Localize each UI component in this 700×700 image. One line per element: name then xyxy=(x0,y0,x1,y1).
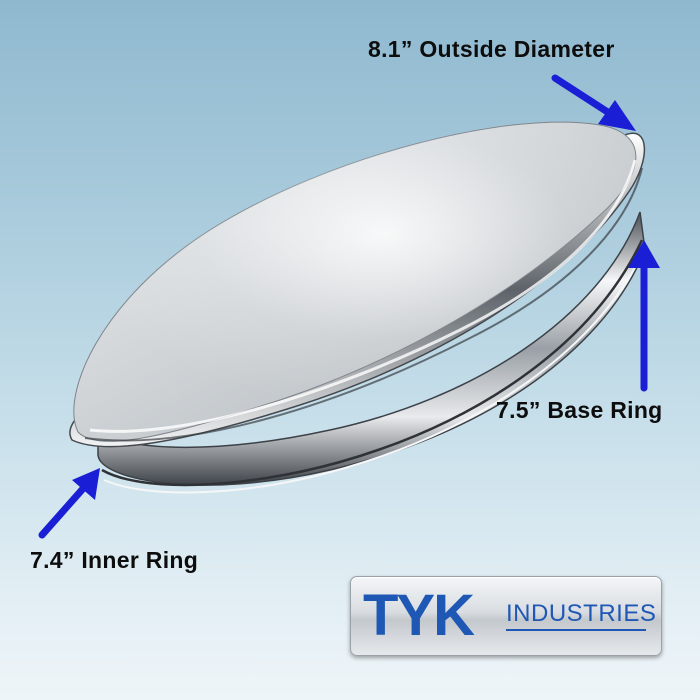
inner-ring-label: 7.4” Inner Ring xyxy=(30,547,199,573)
base-ring-label: 7.5” Base Ring xyxy=(496,397,663,423)
logo-subtitle: INDUSTRIES xyxy=(506,600,657,627)
logo-divider xyxy=(506,629,646,631)
outside-diameter-label: 8.1” Outside Diameter xyxy=(368,36,615,62)
tyk-industries-logo: TYK INDUSTRIES xyxy=(350,576,662,656)
logo-mark: TYK xyxy=(363,583,475,648)
